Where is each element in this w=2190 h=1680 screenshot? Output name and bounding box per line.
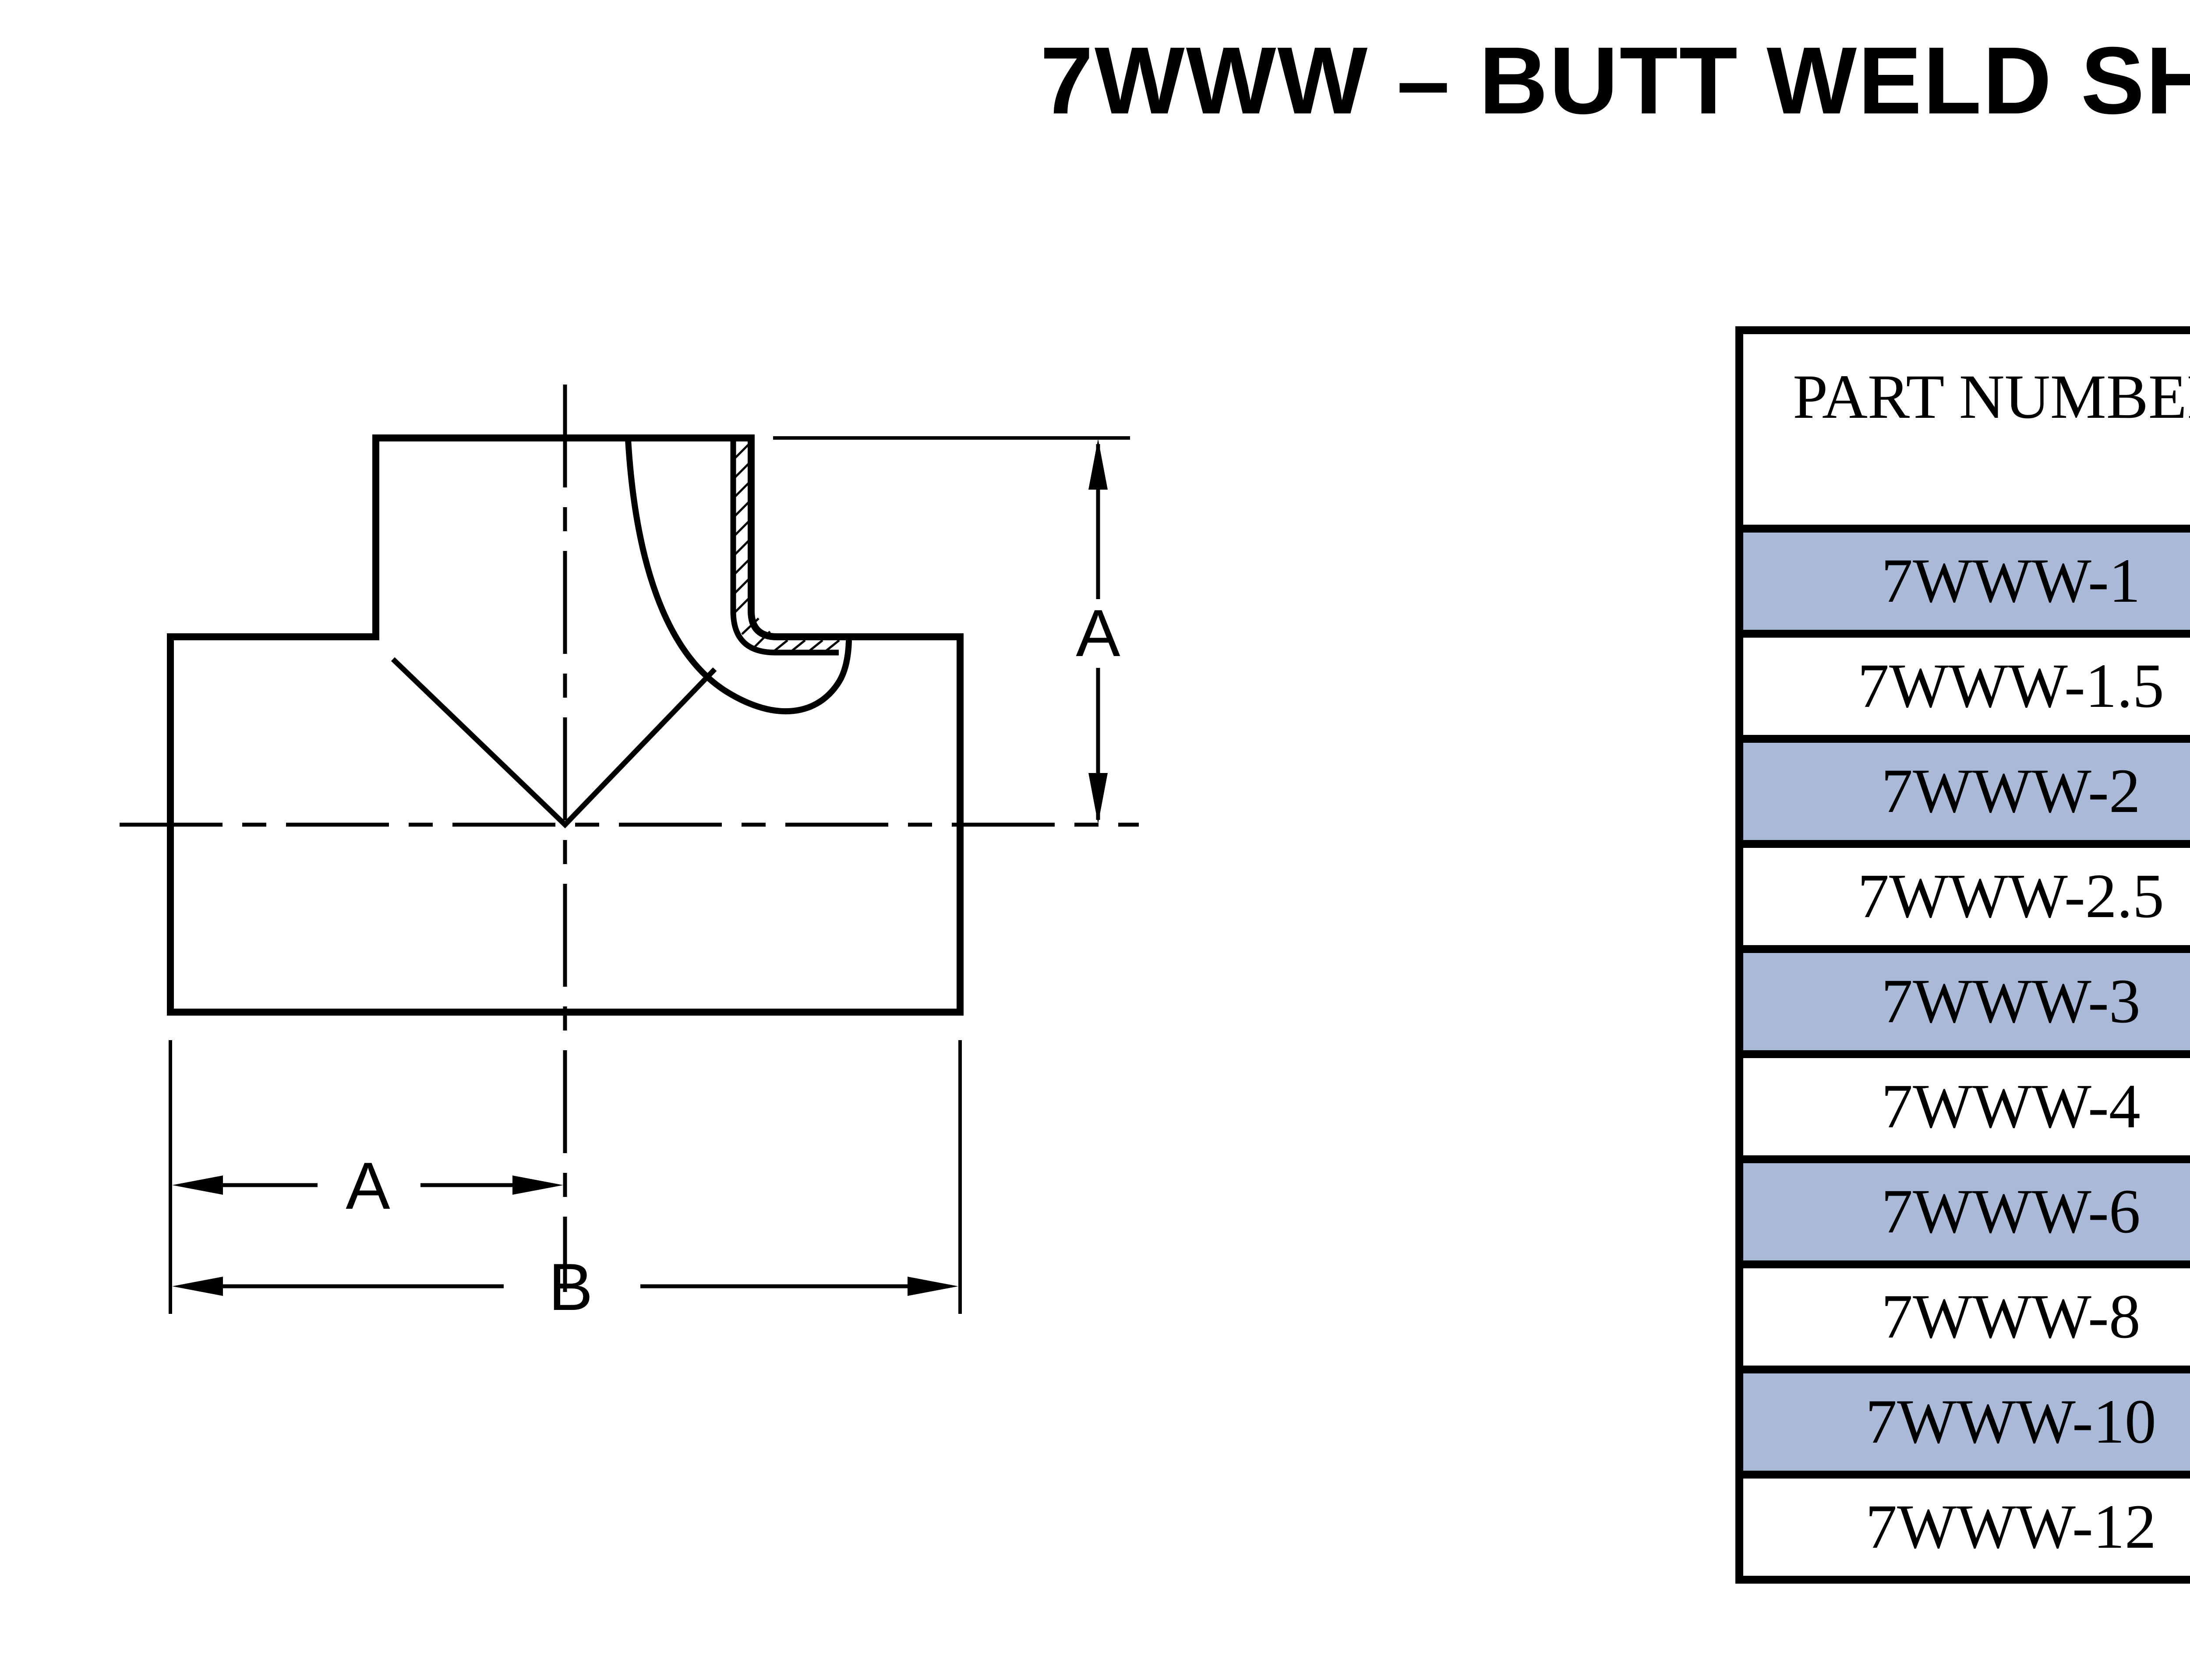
table-row: 7WWW-887.00014.000 xyxy=(1735,1260,2190,1373)
table-row: 7WWW-1.51-1/21.6563.312 xyxy=(1735,630,2190,743)
dim-branch-arrow-up xyxy=(1088,439,1108,490)
dim-branch-label: A xyxy=(1076,596,1120,671)
cell-part-number: 7WWW-2.5 xyxy=(1735,840,2190,953)
page-title: 7WWW – BUTT WELD SHORT TEE xyxy=(1040,28,2190,134)
dim-run-half-label: A xyxy=(346,1149,390,1223)
table-row: 7WWW-111.1252.250 xyxy=(1735,525,2190,638)
branch-wall-inner-line xyxy=(730,440,839,656)
column-header-part-number: PART NUMBER xyxy=(1735,326,2190,533)
dim-run-half-arrow-left xyxy=(172,1175,223,1195)
dim-run-half-arrow-right xyxy=(512,1175,563,1195)
dim-run-full-label: B xyxy=(548,1250,593,1324)
cell-part-number: 7WWW-6 xyxy=(1735,1155,2190,1268)
header-row: PART NUMBER SIZE (inches) A (inches) B (… xyxy=(1735,326,2190,533)
cell-part-number: 7WWW-10 xyxy=(1735,1366,2190,1479)
table-row: 7WWW-10108.50017.000 xyxy=(1735,1366,2190,1479)
dim-branch-arrow-down xyxy=(1088,773,1108,824)
cutaway-curve xyxy=(625,437,852,715)
cell-part-number: 7WWW-1 xyxy=(1735,525,2190,638)
dim-run-full-arrow-right xyxy=(908,1277,958,1296)
table-row: 7WWW-332.5945.188 xyxy=(1735,945,2190,1058)
table-row: 7WWW-443.4386.875 xyxy=(1735,1050,2190,1163)
cell-part-number: 7WWW-1.5 xyxy=(1735,630,2190,743)
cell-part-number: 7WWW-3 xyxy=(1735,945,2190,1058)
table-row: 7WWW-2.52-1/22.3444.688 xyxy=(1735,840,2190,953)
cell-part-number: 7WWW-8 xyxy=(1735,1260,2190,1373)
section-hatch xyxy=(733,442,840,652)
weld-v-groove-line xyxy=(391,657,717,829)
tee-technical-drawing: A A B xyxy=(120,385,1139,1324)
table-row: 7WWW-665.62511.250 xyxy=(1735,1155,2190,1268)
cell-part-number: 7WWW-4 xyxy=(1735,1050,2190,1163)
dim-run-full-arrow-left xyxy=(172,1277,223,1296)
tee-outline xyxy=(167,434,964,1016)
table-row: 7WWW-222.0634.125 xyxy=(1735,735,2190,848)
table-row: 7WWW-121210.00020.000 xyxy=(1735,1471,2190,1584)
spec-table: PART NUMBER SIZE (inches) A (inches) B (… xyxy=(1735,326,2190,1584)
cell-part-number: 7WWW-12 xyxy=(1735,1471,2190,1584)
header-line1: PART NUMBER xyxy=(1793,362,2190,432)
cell-part-number: 7WWW-2 xyxy=(1735,735,2190,848)
spec-table-body: 7WWW-111.1252.2507WWW-1.51-1/21.6563.312… xyxy=(1735,525,2190,1584)
